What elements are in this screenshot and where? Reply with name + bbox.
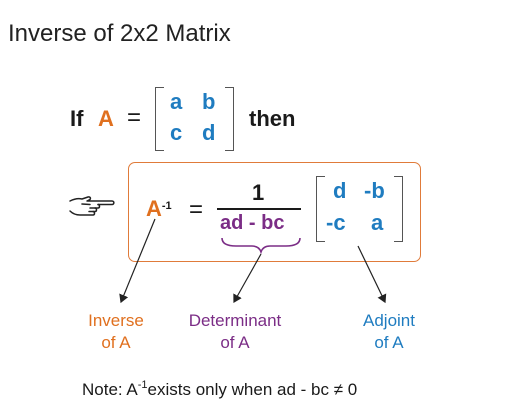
determinant-brace — [221, 237, 301, 255]
result-equals-sign: = — [189, 196, 204, 223]
if-word: If — [70, 106, 84, 131]
matrix-entry-c: c — [170, 120, 183, 145]
determinant-arrow — [233, 253, 262, 304]
fraction-denominator: ad - bc — [220, 212, 285, 234]
inverse-symbol: A-1 — [146, 196, 172, 222]
matrix-entry-a: a — [170, 89, 183, 114]
adjoint-label-line1: Adjoint — [363, 311, 415, 330]
then-word: then — [249, 106, 296, 131]
adjoint-label: Adjoint of A — [339, 310, 439, 354]
inverse-exponent: -1 — [161, 200, 172, 212]
note-prefix: Note: A — [82, 380, 138, 399]
matrix-right-bracket — [225, 87, 234, 151]
matrix-entry-d: d — [202, 120, 216, 145]
adjoint-entry-r2c1: -c — [326, 210, 346, 235]
page-title: Inverse of 2x2 Matrix — [8, 20, 231, 47]
result-box — [128, 162, 421, 262]
fraction-numerator: 1 — [252, 180, 265, 205]
note-suffix: exists only when ad - bc ≠ 0 — [147, 380, 358, 399]
adjoint-left-bracket — [316, 176, 325, 242]
inverse-arrow — [119, 218, 156, 304]
adjoint-right-bracket — [394, 176, 403, 242]
matrix-left-bracket — [155, 87, 164, 151]
adjoint-entry-r2c2: a — [371, 210, 384, 235]
inverse-label: Inverse of A — [66, 310, 166, 354]
pointing-hand-icon — [68, 193, 116, 219]
matrix-name: A — [98, 106, 114, 131]
note-exponent: -1 — [137, 379, 148, 391]
adjoint-label-line2: of A — [374, 333, 404, 352]
adjoint-entry-r1c2: -b — [364, 178, 385, 203]
determinant-label-line1: Determinant — [188, 311, 282, 330]
determinant-label-line2: of A — [220, 333, 250, 352]
inverse-label-line2: of A — [101, 333, 131, 352]
note-text: Note: A-1exists only when ad - bc ≠ 0 — [82, 379, 358, 400]
adjoint-entry-r1c1: d — [333, 178, 347, 203]
matrix-entry-b: b — [202, 89, 216, 114]
determinant-label: Determinant of A — [170, 310, 300, 354]
inverse-symbol-name: A — [146, 196, 162, 221]
adjoint-arrow — [357, 245, 387, 304]
inverse-label-line1: Inverse — [88, 311, 144, 330]
equals-sign: = — [127, 104, 142, 131]
fraction-bar — [217, 208, 301, 210]
